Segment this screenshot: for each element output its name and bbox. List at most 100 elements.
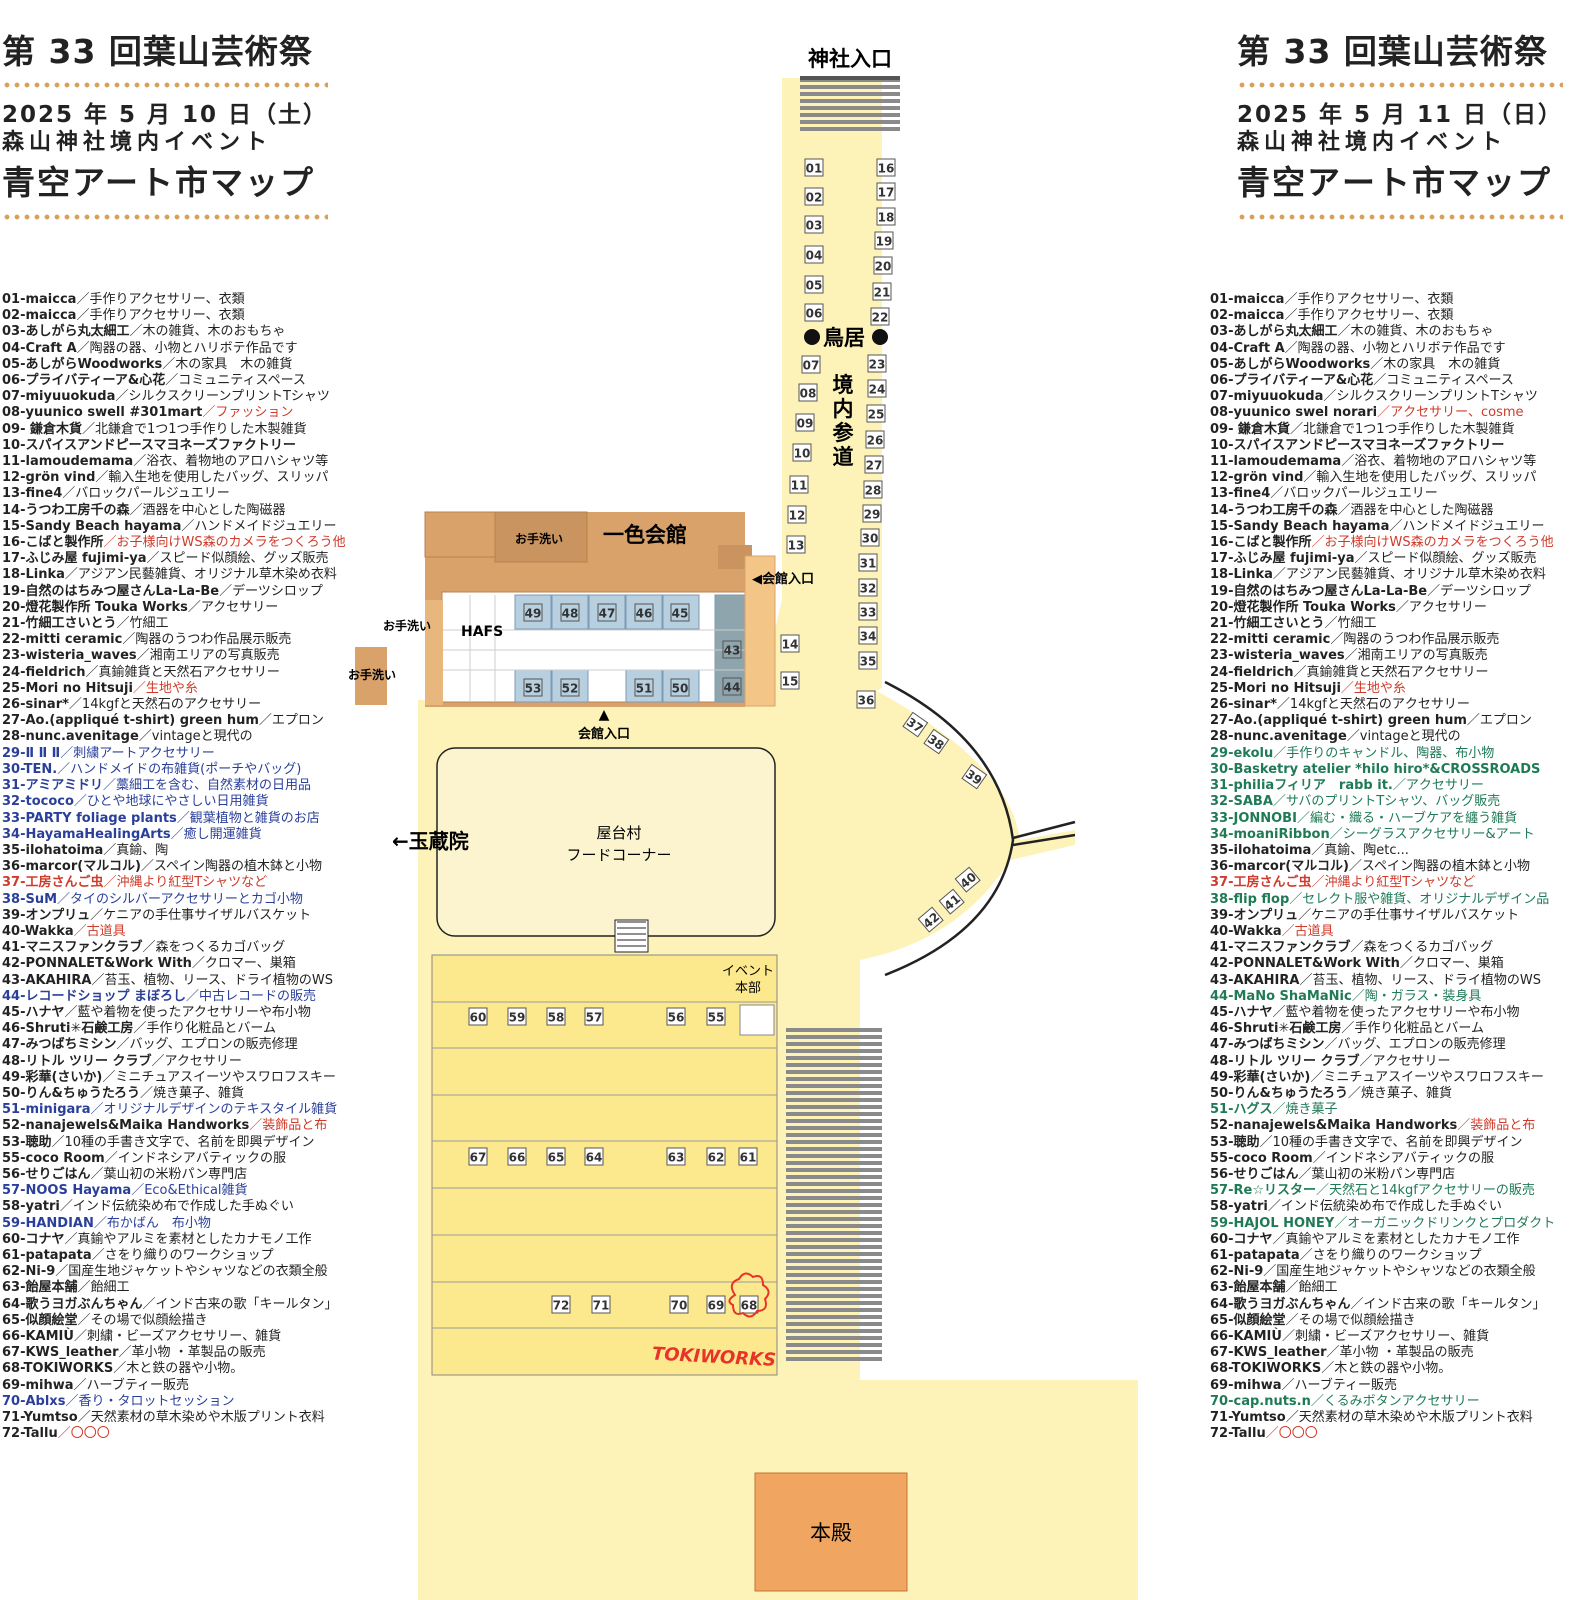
- vendor-description: ／バロックパールジュエリー: [62, 486, 230, 502]
- booth-number: 72: [553, 1299, 570, 1313]
- vendor-description: ／木の雑貨、木のおもちゃ: [129, 324, 286, 340]
- vendor-list-item: 48-リトル ツリー クラブ／アクセサリー: [1210, 1054, 1555, 1070]
- stair-stripe: [786, 1161, 882, 1165]
- vendor-description: ／ケニアの手仕事サイザルバスケット: [1298, 907, 1520, 923]
- vendor-description: ／浴衣、着物地のアロハシャツ等: [133, 454, 329, 470]
- vendor-list-item: 50-りん&ちゅうたろう／焼き菓子、雑貨: [2, 1086, 346, 1102]
- vendor-list-item: 15-Sandy Beach hayama／ハンドメイドジュエリー: [2, 519, 346, 535]
- stair-stripe: [786, 1049, 882, 1053]
- booth-number: 51: [636, 682, 653, 696]
- festival-title: 第 33 回葉山芸術祭: [1237, 32, 1548, 71]
- vendor-list-item: 45-ハナヤ／藍や着物を使ったアクセサリーや布小物: [1210, 1005, 1555, 1021]
- vendor-list-item: 14-うつわ工房千の森／酒器を中心とした陶磁器: [2, 503, 346, 519]
- vendor-list-item: 24-fieldrich／真鍮雑貨と天然石アクセサリー: [1210, 665, 1555, 681]
- vendor-name: 66-KAMIÙ: [2, 1329, 74, 1344]
- vendor-name: 65-似顔絵堂: [1210, 1312, 1286, 1328]
- vendor-description: ／バッグ、エプロンの販売修理: [1324, 1037, 1506, 1053]
- vendor-name: 11-lamoudemama: [1210, 454, 1342, 470]
- stair-stripe: [786, 1147, 882, 1151]
- booth-24: 24: [867, 379, 887, 398]
- vendor-name: 20-燈花製作所 Touka Works: [1210, 599, 1396, 615]
- plaza-path-line: [1012, 833, 1076, 847]
- vendor-description: ／天然石と14kgfアクセサリーの販売: [1315, 1183, 1535, 1199]
- vendor-list-item: 19-自然のはちみつ屋さんLa-La-Be／デーツシロップ: [1210, 584, 1555, 600]
- vendor-list-item: 28-nunc.avenitage／vintageと現代の: [1210, 729, 1555, 745]
- vendor-list-item: 52-nanajewels&Maika Handworks／装飾品と布: [1210, 1118, 1555, 1134]
- vendor-list-item: 26-sinar*／14kgfと天然石のアクセサリー: [1210, 697, 1555, 713]
- vendor-description: ／アクセサリー: [1359, 1053, 1451, 1069]
- vendor-name: 36-marcor(マルコル): [1210, 859, 1349, 875]
- vendor-list-item: 18-Linka／アジアン民藝雑貨、オリジナル草木染め衣料: [2, 567, 346, 583]
- plaza: [860, 682, 1075, 960]
- vendor-description: ／インドネシアバティックの服: [104, 1150, 286, 1166]
- vendor-list-item: 33-JONNOBI／編む・織る・ハーブケアを纏う雑貨: [1210, 811, 1555, 827]
- vendor-name: 11-lamoudemama: [2, 454, 134, 470]
- booth-61: 61: [738, 1147, 758, 1166]
- vendor-list-item: 14-うつわ工房千の森／酒器を中心とした陶磁器: [1210, 503, 1555, 519]
- vendor-name: 56-せりごはん: [2, 1166, 91, 1182]
- vendor-name: 20-燈花製作所 Touka Works: [2, 599, 188, 615]
- booth-number: 70: [671, 1299, 688, 1313]
- vendor-list-item: 13-fine4／バロックパールジュエリー: [2, 486, 346, 502]
- dotted-divider: [2, 82, 328, 88]
- vendor-description: ／真鍮雑貨と天然石アクセサリー: [85, 664, 280, 680]
- vendor-list-item: 32-SABA／サバのプリントTシャツ、バッグ販売: [1210, 794, 1555, 810]
- vendor-description: ／陶器のうつわ作品展示販売: [1330, 632, 1500, 648]
- booth-22: 22: [870, 307, 890, 326]
- vendor-name: 63-飴屋本舗: [1210, 1280, 1286, 1296]
- vendor-name: 60-コナヤ: [2, 1231, 65, 1247]
- stair-stripe: [786, 1070, 882, 1074]
- vendor-description: ／アクセサリー: [1395, 599, 1487, 615]
- vendor-list-item: 36-marcor(マルコル)／スペイン陶器の植木鉢と小物: [2, 859, 346, 875]
- dotted-divider: [2, 214, 328, 220]
- booth-70: 70: [669, 1295, 689, 1314]
- vendor-name: 61-patapata: [2, 1247, 92, 1263]
- vendor-description: ／木の雑貨、木のおもちゃ: [1337, 324, 1494, 340]
- booth-10: 10: [792, 443, 812, 462]
- stair-stripe: [786, 1357, 882, 1361]
- vendor-name: 24-fieldrich: [1210, 664, 1294, 680]
- honden-label: 本殿: [810, 1521, 852, 1545]
- vendor-name: 33-PARTY foliage plants: [2, 810, 177, 826]
- day1-panel: 第 33 回葉山芸術祭 2025 年 5 月 10 日（土） 森山神社境内イベン…: [2, 30, 372, 1441]
- stair-stripe: [786, 1028, 882, 1032]
- vendor-description: ／生地や糸: [1340, 680, 1406, 696]
- booth-34: 34: [858, 626, 878, 645]
- vendor-description: ／さをり織りのワークショップ: [91, 1247, 274, 1263]
- vendor-list-item: 30-Basketry atelier *hilo hiro*&CROSSROA…: [1210, 762, 1555, 778]
- booth-number: 60: [470, 1011, 487, 1025]
- booth-number: 56: [668, 1011, 685, 1025]
- vendor-list-item: 41-マニスファンクラブ／森をつくるカゴバッグ: [1210, 940, 1555, 956]
- booth-number: 45: [672, 607, 689, 621]
- vendor-description: ／スピード似顔絵、グッズ販売: [1354, 551, 1537, 567]
- vendor-description: ／シルクスクリーンプリントTシャツ: [115, 389, 330, 405]
- stair-stripe: [786, 1063, 882, 1067]
- stair-stripe: [786, 1287, 882, 1291]
- booth-48: 48: [560, 603, 580, 622]
- stair-stripe: [800, 99, 900, 103]
- vendor-description: ／アジアン民藝雑貨、オリジナル草木染め衣料: [1272, 567, 1546, 583]
- vendor-list-item: 36-marcor(マルコル)／スペイン陶器の植木鉢と小物: [1210, 859, 1555, 875]
- vendor-description: ／デーツシロップ: [1427, 583, 1531, 599]
- stair-stripe: [786, 1301, 882, 1305]
- stair-stripe: [786, 1056, 882, 1060]
- vendor-name: 47-みつばちミシン: [1210, 1037, 1325, 1053]
- stair-stripe: [786, 1175, 882, 1179]
- booth-number: 26: [867, 434, 884, 448]
- vendor-list-item: 03-あしがら丸太細工／木の雑貨、木のおもちゃ: [2, 324, 346, 340]
- vendor-description: ／お子様向けWS森のカメラをつくろう他: [1311, 535, 1554, 551]
- vendor-list-item: 57-Re☆リスター／天然石と14kgfアクセサリーの販売: [1210, 1183, 1555, 1199]
- vendor-description: ／アクセサリー: [1392, 778, 1484, 794]
- vendor-description: ／クロマー、巣箱: [1399, 956, 1504, 972]
- vendor-name: 16-こばと製作所: [2, 535, 104, 551]
- stair-stripe: [786, 1084, 882, 1088]
- vendor-name: 09- 鎌倉木貨: [1210, 421, 1291, 437]
- booth-69: 69: [706, 1295, 726, 1314]
- booth-number: 48: [562, 607, 579, 621]
- vendor-list-item: 06-プライバティーア&心花／コミュニティスペース: [2, 373, 346, 389]
- vendor-list-item: 02-maicca／手作りアクセサリー、衣類: [2, 308, 346, 324]
- vendor-list-item: 52-nanajewels&Maika Handworks／装飾品と布: [2, 1118, 346, 1134]
- vendor-list-item: 69-mihwa／ハーブティー販売: [2, 1378, 346, 1394]
- booth-number: 10: [794, 447, 811, 461]
- booth-50: 50: [670, 678, 690, 697]
